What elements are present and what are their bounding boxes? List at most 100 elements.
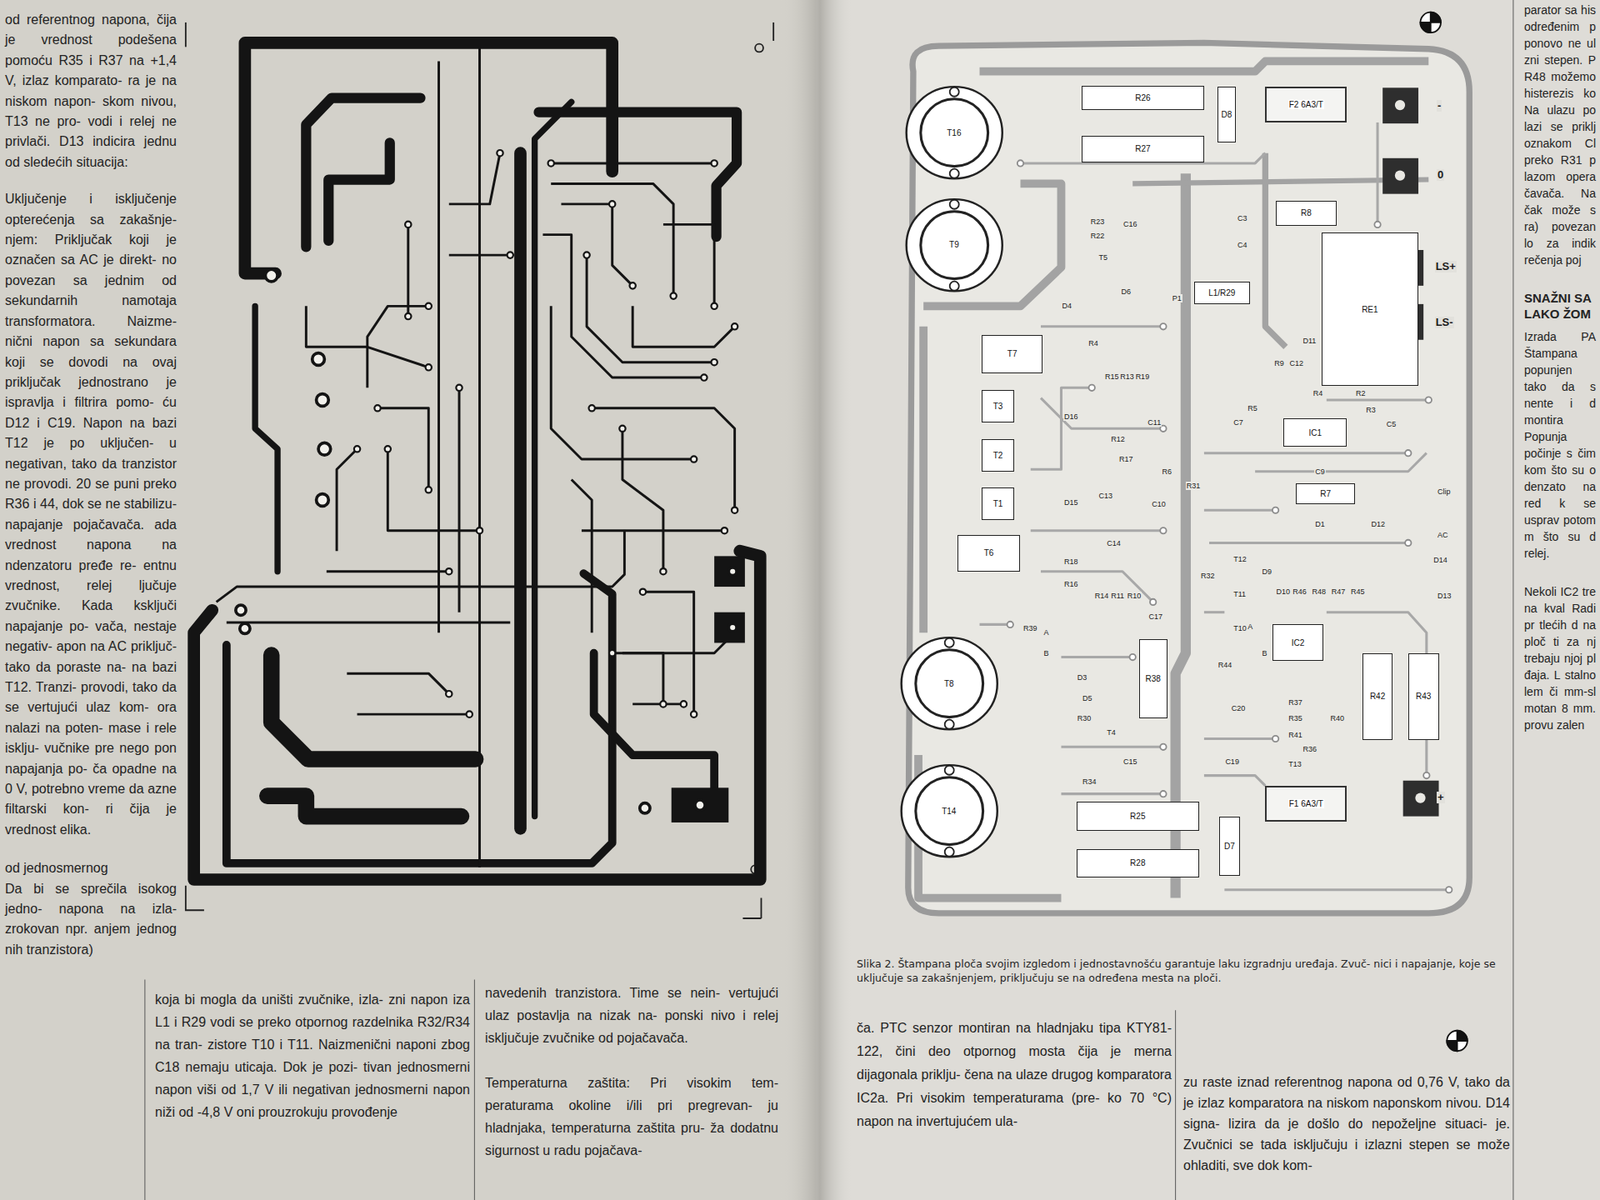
copper-track: [622, 640, 727, 654]
copper-pad: [714, 612, 745, 644]
component-label: T1: [992, 499, 1005, 509]
board-track: [918, 60, 1429, 898]
copper-track: [245, 42, 613, 274]
solder-pad: [680, 700, 687, 707]
article-text: Temperaturna zaštita: Pri visokim tem- p…: [485, 1071, 779, 1162]
article-text: Nekoli IC2 tre na kval Radi pr tlećih d …: [1524, 583, 1596, 734]
part-label: R46: [1291, 587, 1308, 596]
article-text: koja bi mogla da uništi zvučnike, izla- …: [155, 988, 470, 1124]
solder-pad: [728, 623, 737, 632]
part-label: T11: [1232, 590, 1247, 599]
power-transistor: T16: [903, 81, 1005, 184]
transistor-outline: [920, 99, 988, 167]
copper-pad: [671, 555, 745, 823]
solder-pad: [318, 442, 331, 455]
component-outline: R27: [1081, 135, 1205, 163]
copper-track: [550, 183, 674, 296]
part-label: R36: [1301, 745, 1318, 754]
section-heading: SNAŽNI SA LAKO ŽOM: [1524, 290, 1596, 322]
power-transistor: T8: [898, 632, 1000, 735]
board-pad: [1007, 160, 1453, 893]
copper-track: [622, 428, 664, 571]
copper-track: [581, 529, 725, 532]
solder-pad: [507, 251, 514, 258]
copper-track: [663, 224, 715, 306]
transistor-outline: [915, 777, 983, 845]
column-rule: [1512, 0, 1514, 1200]
part-label: D12: [1370, 520, 1386, 529]
article-text: parator sa his određenim p ponovo ne ul …: [1524, 1, 1596, 269]
board-pad: [1089, 385, 1095, 391]
part-label: Clip: [1436, 487, 1452, 496]
part-label: D1: [1314, 520, 1326, 529]
part-label: C20: [1230, 704, 1247, 713]
board-track: [1060, 745, 1163, 749]
text-column: parator sa his određenim p ponovo ne ul …: [1524, 1, 1596, 734]
part-label: A: [1246, 622, 1254, 631]
solder-pad: [630, 282, 636, 289]
board-track: [1030, 529, 1164, 532]
article-text: Da bi se sprečila isokog jedno- napona n…: [5, 879, 177, 961]
part-label: R44: [1217, 660, 1234, 670]
solder-pad: [316, 394, 330, 407]
part-label: R31: [1185, 481, 1202, 490]
part-label: T13: [1287, 760, 1303, 769]
solder-pad: [445, 690, 452, 697]
copper-track: [226, 573, 613, 864]
board-pad: [1017, 160, 1024, 166]
board-pad: [1272, 507, 1279, 514]
corner-mark: [185, 22, 774, 919]
corner-mark: [755, 44, 764, 53]
part-label: R17: [1118, 455, 1135, 464]
article-text: od referentnog napona, čija je vrednost …: [5, 10, 177, 173]
solder-pad: [374, 405, 380, 411]
terminal-hole: [1395, 100, 1405, 110]
component-outline: D7: [1219, 816, 1240, 876]
component-label: T16: [945, 128, 962, 138]
article-text: Izrada PA Štampana popunjen tako da s ne…: [1524, 328, 1596, 562]
transistor-outline: [944, 847, 954, 857]
component-outline: RE1: [1321, 232, 1419, 386]
board-track: [1204, 775, 1265, 786]
copper-track: [357, 713, 470, 716]
solder-pad: [640, 589, 646, 595]
part-label: R39: [1022, 624, 1039, 633]
board-pad: [1160, 744, 1166, 750]
screw-terminal: [1382, 158, 1419, 195]
solder-pad: [455, 385, 462, 391]
part-label: D10: [1275, 587, 1292, 596]
transistor-outline: [944, 765, 954, 775]
power-transistor: T9: [903, 194, 1005, 296]
terminal-label: LS+: [1435, 260, 1457, 273]
corner-mark: [185, 885, 205, 910]
copper-track: [377, 408, 429, 490]
paper: [0, 0, 817, 1200]
component-label: T6: [983, 548, 995, 558]
board-track: [1204, 509, 1276, 512]
part-label: C12: [1289, 359, 1305, 368]
board-track: [1030, 387, 1092, 470]
solder-pad: [710, 303, 717, 310]
component-outline: T1: [981, 487, 1015, 520]
part-label: R40: [1330, 714, 1346, 723]
component-outline: T7: [981, 335, 1043, 375]
part-label: R5: [1246, 404, 1259, 413]
board-track: [1204, 610, 1225, 614]
part-label: P1: [1171, 294, 1183, 303]
registration-mark: [1420, 22, 1430, 33]
text-column: koja bi mogla da uništi zvučnike, izla- …: [155, 988, 470, 1124]
text-column: zu raste iznad referentnog napona od 0,7…: [1183, 1071, 1510, 1176]
transistor-outline: [949, 199, 959, 209]
transistor-outline: [944, 638, 954, 648]
board-pad: [1150, 599, 1156, 605]
part-label: D15: [1063, 498, 1080, 507]
solder-pad: [496, 150, 503, 156]
part-label: R10: [1126, 591, 1143, 600]
part-label: R6: [1160, 467, 1173, 476]
copper-track: [336, 449, 357, 551]
board-pad: [1272, 735, 1279, 742]
solder-pad: [240, 623, 250, 634]
part-label: D4: [1060, 301, 1073, 310]
component-outline: T3: [981, 390, 1015, 423]
copper-track: [632, 305, 735, 347]
